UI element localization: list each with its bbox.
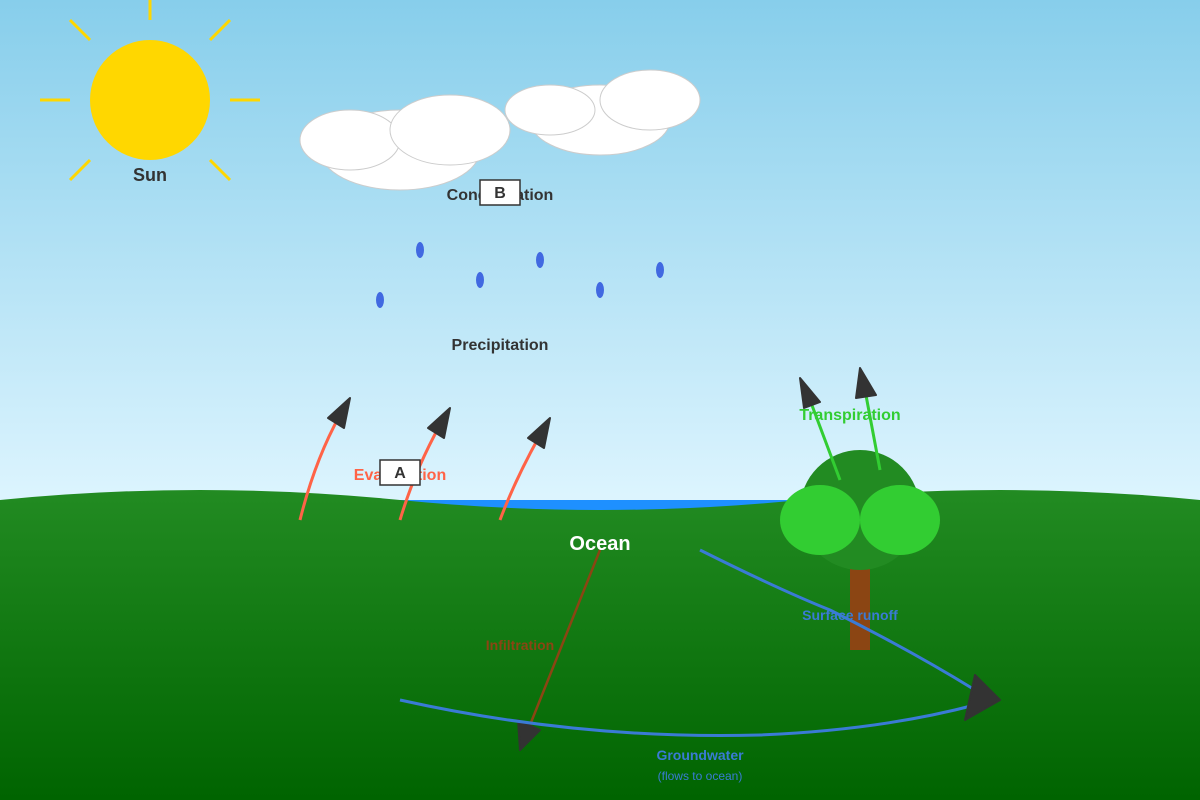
marker-a: A [379, 459, 421, 486]
arrow-head [517, 719, 541, 751]
transpiration-arrow [863, 389, 882, 471]
tree-canopy [860, 485, 940, 555]
surface-runoff-arrow [699, 548, 976, 692]
raindrop [656, 262, 664, 278]
transpiration-arrow [808, 399, 842, 481]
marker-b-label: B [494, 185, 506, 202]
groundwater-note: (flows to ocean) [658, 769, 743, 783]
evaporation-arrow [298, 414, 342, 521]
sun-label: Sun [133, 165, 167, 185]
groundwater-label: Groundwater [656, 747, 744, 763]
tree [780, 450, 940, 650]
arrow-head [327, 397, 351, 429]
infiltration-arrow [528, 549, 602, 726]
marker-b: B [479, 179, 521, 206]
evaporation-arrows [298, 397, 551, 521]
sun-rays [40, 0, 260, 182]
tree-canopy [780, 485, 860, 555]
arrow-head [855, 367, 877, 399]
raindrop [416, 242, 424, 258]
arrow-head [964, 674, 1001, 721]
evaporation-arrow [498, 434, 542, 521]
cloud-left [299, 94, 511, 191]
arrow-head [527, 417, 551, 449]
cloud-right [504, 69, 701, 156]
precipitation-label: Precipitation [452, 337, 549, 354]
transpiration-label: Transpiration [799, 407, 900, 424]
marker-a-label: A [394, 465, 406, 482]
sun [40, 0, 260, 182]
raindrop [376, 292, 384, 308]
infiltration-label: Infiltration [486, 637, 554, 653]
ocean-label: Ocean [569, 533, 630, 555]
transpiration-arrows [799, 367, 882, 481]
ocean [400, 500, 800, 510]
raindrop [476, 272, 484, 288]
ground [0, 490, 1200, 800]
arrow-head [799, 377, 821, 409]
raindrops [376, 242, 664, 308]
sun-disc [90, 40, 210, 160]
raindrop [596, 282, 604, 298]
arrow-head [427, 407, 451, 439]
raindrop [536, 252, 544, 268]
surface-runoff-label: Surface runoff [802, 607, 898, 623]
groundwater-arrow [399, 698, 976, 738]
tree-trunk [850, 550, 870, 650]
